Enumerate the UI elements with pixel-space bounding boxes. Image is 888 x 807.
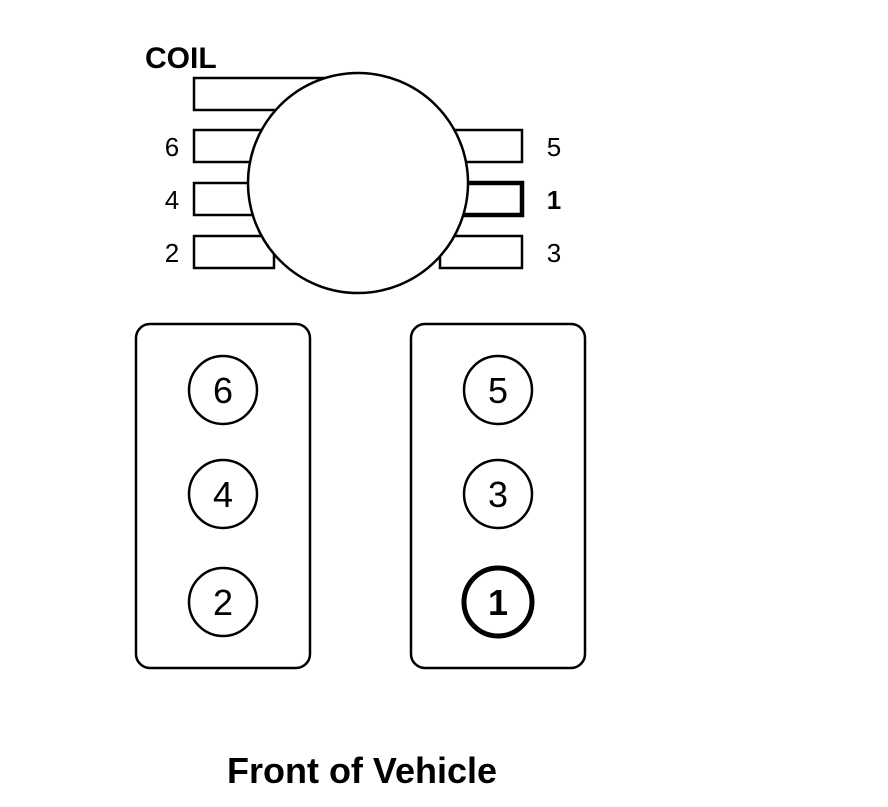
cylinder-5-circle [462,354,534,426]
cylinder-4-label: 4 [213,474,233,515]
cylinder-1-label: 1 [488,582,508,623]
cylinder-2-label: 2 [213,582,233,623]
terminal-label-left-2: 2 [165,238,179,268]
terminal-label-left-6: 6 [165,132,179,162]
terminal-label-left-4: 4 [165,185,179,215]
distributor-cap [246,71,470,295]
cylinder-3-circle [462,458,534,530]
cylinder-4-circle [187,458,259,530]
cylinder-2-circle [187,566,259,638]
cylinder-6-circle [187,354,259,426]
cylinder-5-label: 5 [488,370,508,411]
terminal-label-right-3: 3 [547,238,561,268]
cylinder-3-label: 3 [488,474,508,515]
terminal-label-right-5: 5 [547,132,561,162]
front-of-vehicle-label: Front of Vehicle [227,750,497,791]
coil-label: COIL [145,42,217,75]
terminal-left-2 [192,234,276,270]
cylinder-6-label: 6 [213,370,233,411]
cylinder-1-circle [461,565,535,639]
terminal-label-right-1: 1 [547,185,561,215]
